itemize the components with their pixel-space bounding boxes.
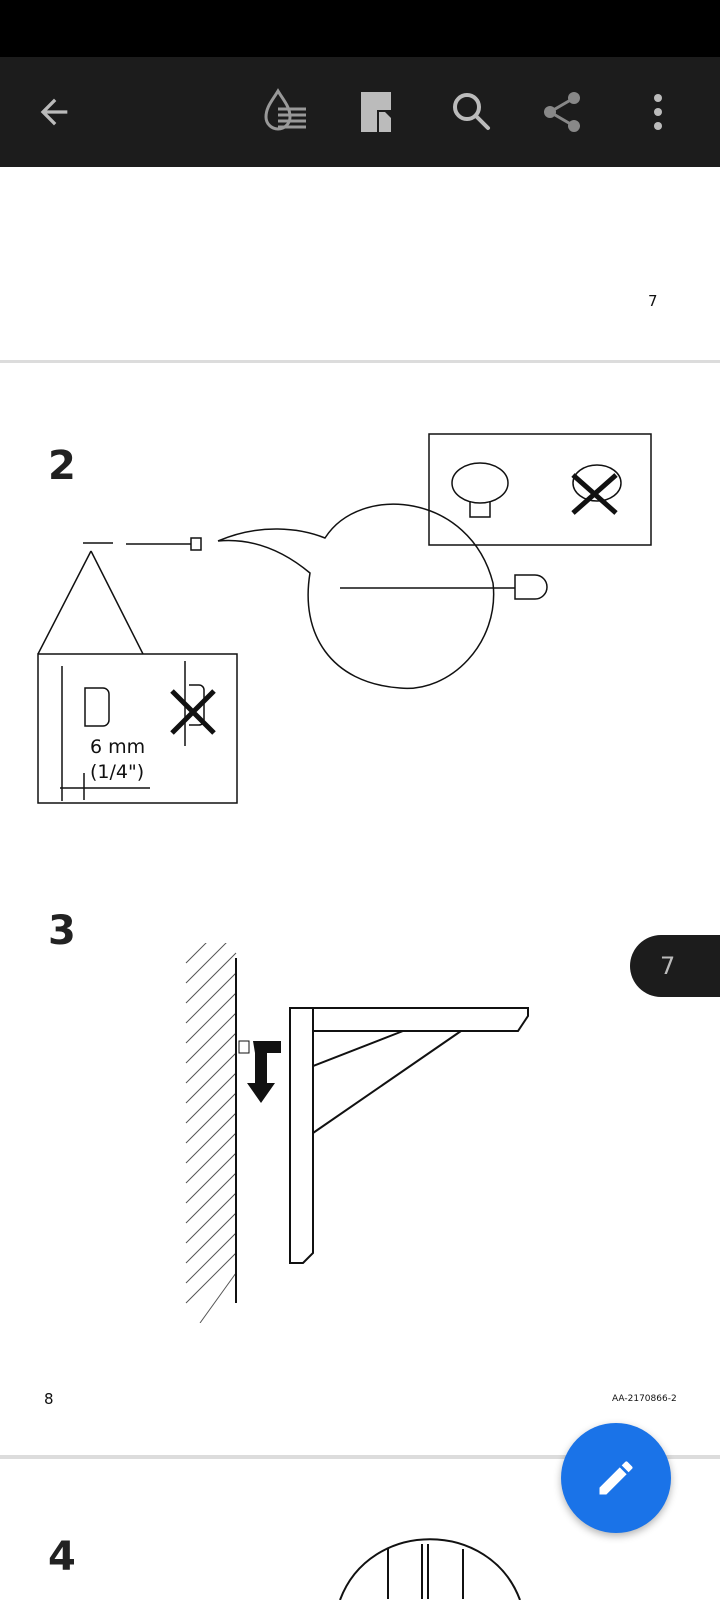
step-number: 4 bbox=[48, 1534, 76, 1580]
toolbar bbox=[0, 57, 720, 167]
back-arrow-icon bbox=[40, 98, 68, 126]
step-2-illustration: 6 mm (1/4") bbox=[37, 433, 652, 804]
page-number: 7 bbox=[648, 292, 658, 310]
edit-pencil-icon bbox=[599, 1461, 633, 1495]
measurement-in: (1/4") bbox=[90, 761, 144, 783]
more-options-button[interactable] bbox=[628, 82, 688, 142]
edit-fab-button[interactable] bbox=[561, 1423, 671, 1533]
reading-mode-button[interactable] bbox=[255, 82, 315, 142]
step-4-illustration bbox=[339, 1538, 521, 1600]
more-vert-icon bbox=[654, 94, 662, 130]
measurement-mm: 6 mm bbox=[90, 736, 145, 758]
back-button[interactable] bbox=[24, 82, 84, 142]
document-code: AA-2170866-2 bbox=[612, 1394, 677, 1404]
share-icon bbox=[544, 92, 580, 132]
pdf-page: 7 bbox=[0, 167, 720, 360]
reading-mode-icon bbox=[264, 88, 306, 131]
step-number: 2 bbox=[48, 443, 76, 489]
document-outline-icon bbox=[361, 92, 391, 132]
page-indicator: 7 bbox=[630, 935, 720, 997]
share-button[interactable] bbox=[533, 82, 593, 142]
page-number: 8 bbox=[44, 1390, 54, 1408]
status-bar bbox=[0, 0, 720, 57]
pdf-page: 2 6 mm (1/4") 3 8 AA-2170866-2 bbox=[0, 363, 720, 1455]
search-icon bbox=[453, 93, 490, 130]
step-number: 3 bbox=[48, 908, 76, 954]
search-button[interactable] bbox=[442, 82, 502, 142]
step-3-illustration bbox=[185, 943, 529, 1323]
outline-button[interactable] bbox=[346, 82, 406, 142]
